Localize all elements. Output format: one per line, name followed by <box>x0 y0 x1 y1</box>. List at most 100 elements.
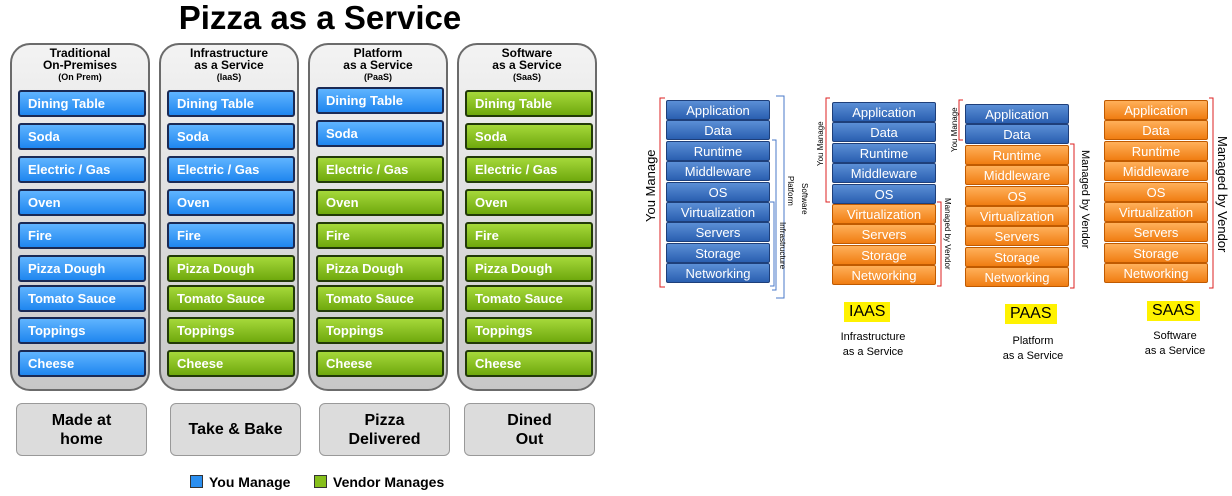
stack-self-layer: Data <box>666 120 770 141</box>
stack-paas-layer: Middleware <box>965 165 1069 186</box>
pizza-item: Pizza Dough <box>465 255 593 282</box>
stack-paas-layer: Runtime <box>965 144 1069 165</box>
stack-saas-layer: Virtualization <box>1104 202 1208 222</box>
stack-self-layer: Networking <box>666 263 770 284</box>
stack-saas-layer: Storage <box>1104 242 1208 263</box>
stack-paas-layer: Servers <box>965 226 1069 247</box>
pizza-item: Fire <box>18 222 146 249</box>
pizza-item: Fire <box>167 222 295 249</box>
pizza-item: Cheese <box>167 350 295 377</box>
pizza-item: Pizza Dough <box>18 255 146 282</box>
pizza-item: Dining Table <box>18 90 146 117</box>
stack-self-layer: Virtualization <box>666 202 770 222</box>
stack-paas-layer: Networking <box>965 267 1069 288</box>
managed-by-vendor-label-paas: Managed by Vendor <box>1079 150 1091 249</box>
pizza-item: Electric / Gas <box>316 156 444 183</box>
legend-you-label: You Manage <box>209 474 291 490</box>
saas-caption: Software as a Service <box>1130 329 1220 359</box>
pizza-item: Fire <box>465 222 593 249</box>
stack-iaas-layer: Data <box>832 122 936 143</box>
column-heading-line: as a Service <box>492 58 562 72</box>
footer-line: Made at <box>51 411 112 429</box>
pizza-item: Soda <box>465 123 593 150</box>
footer-line: Delivered <box>348 430 421 448</box>
footer-line: Out <box>515 430 544 448</box>
pizza-item: Toppings <box>316 317 444 344</box>
pizza-item: Toppings <box>167 317 295 344</box>
green-swatch-icon <box>314 475 327 488</box>
stack-saas-layer: OS <box>1104 181 1208 202</box>
stack-iaas-layer: Middleware <box>832 163 936 184</box>
stack-self-layer: Servers <box>666 222 770 243</box>
pizza-item: Electric / Gas <box>167 156 295 183</box>
you-manage-small-label-iaas: You Manage <box>816 121 825 166</box>
pizza-item: Cheese <box>465 350 593 377</box>
paas-caption-line-2: as a Service <box>1002 350 1064 362</box>
software-label: Software <box>800 183 809 215</box>
legend-you-manage: You Manage <box>190 474 290 490</box>
footer-line: home <box>60 430 103 448</box>
stack-self-layer: Application <box>666 100 770 120</box>
stack-paas-layer: Storage <box>965 246 1069 267</box>
column-heading-line: On-Premises <box>42 58 118 72</box>
stack-saas-layer: Application <box>1104 100 1208 120</box>
managed-by-vendor-label-iaas: Managed by Vendor <box>943 198 952 270</box>
managed-by-vendor-label-saas: Managed by Vendor <box>1215 136 1230 253</box>
column-heading-abbrev: (PaaS) <box>363 72 392 82</box>
column-heading-line: Traditional <box>49 46 111 60</box>
pizza-item: Soda <box>18 123 146 150</box>
stack-saas-layer: Data <box>1104 120 1208 141</box>
pizza-item: Electric / Gas <box>465 156 593 183</box>
footer-line: Dined <box>507 411 552 429</box>
stack-self-layer: Middleware <box>666 161 770 182</box>
iaas-caption-line-1: Infrastructure <box>840 331 906 343</box>
pizza-item: Tomato Sauce <box>18 285 146 312</box>
pizza-item: Toppings <box>18 317 146 344</box>
iaas-tag: IAAS <box>844 302 891 322</box>
legend-vendor-manages: Vendor Manages <box>314 474 444 490</box>
column-heading-abbrev: (SaaS) <box>512 72 541 82</box>
bracket-lines <box>659 95 1214 299</box>
stack-iaas-layer: OS <box>832 183 936 204</box>
pizza-item: Soda <box>167 123 295 150</box>
pizza-item: Soda <box>316 120 444 147</box>
stack-iaas-layer: Runtime <box>832 142 936 163</box>
pizza-item: Cheese <box>18 350 146 377</box>
pizza-item: Dining Table <box>316 87 444 114</box>
saas-tag: SAAS <box>1147 301 1200 321</box>
you-manage-small-label-paas: You Manage <box>950 107 959 152</box>
stack-iaas-layer: Storage <box>832 244 936 265</box>
infrastructure-label: Infrastructure <box>778 222 787 270</box>
pizza-item: Toppings <box>465 317 593 344</box>
column-heading-line: Infrastructure <box>189 46 269 60</box>
pizza-item: Oven <box>167 189 295 216</box>
stack-paas-layer: OS <box>965 185 1069 206</box>
stack-paas-layer: Data <box>965 124 1069 145</box>
paas-caption-line-1: Platform <box>1012 335 1054 347</box>
footer-line: Pizza <box>364 411 405 429</box>
pizza-item: Pizza Dough <box>316 255 444 282</box>
stack-self-layer: Runtime <box>666 140 770 161</box>
stack-saas-layer: Servers <box>1104 222 1208 243</box>
pizza-item: Pizza Dough <box>167 255 295 282</box>
column-heading-abbrev: (IaaS) <box>216 72 242 82</box>
stack-self-layer: Storage <box>666 242 770 263</box>
pizza-item: Fire <box>316 222 444 249</box>
saas-caption-line-1: Software <box>1153 330 1197 342</box>
pizza-item: Oven <box>465 189 593 216</box>
platform-label: Platform <box>786 176 795 206</box>
column-heading-line: Platform <box>353 46 403 60</box>
pizza-item: Oven <box>18 189 146 216</box>
pizza-item: Tomato Sauce <box>465 285 593 312</box>
you-manage-label: You Manage <box>643 149 658 222</box>
pizza-item: Electric / Gas <box>18 156 146 183</box>
footer-line: Take & Bake <box>188 421 283 438</box>
legend-vendor-label: Vendor Manages <box>333 474 445 490</box>
